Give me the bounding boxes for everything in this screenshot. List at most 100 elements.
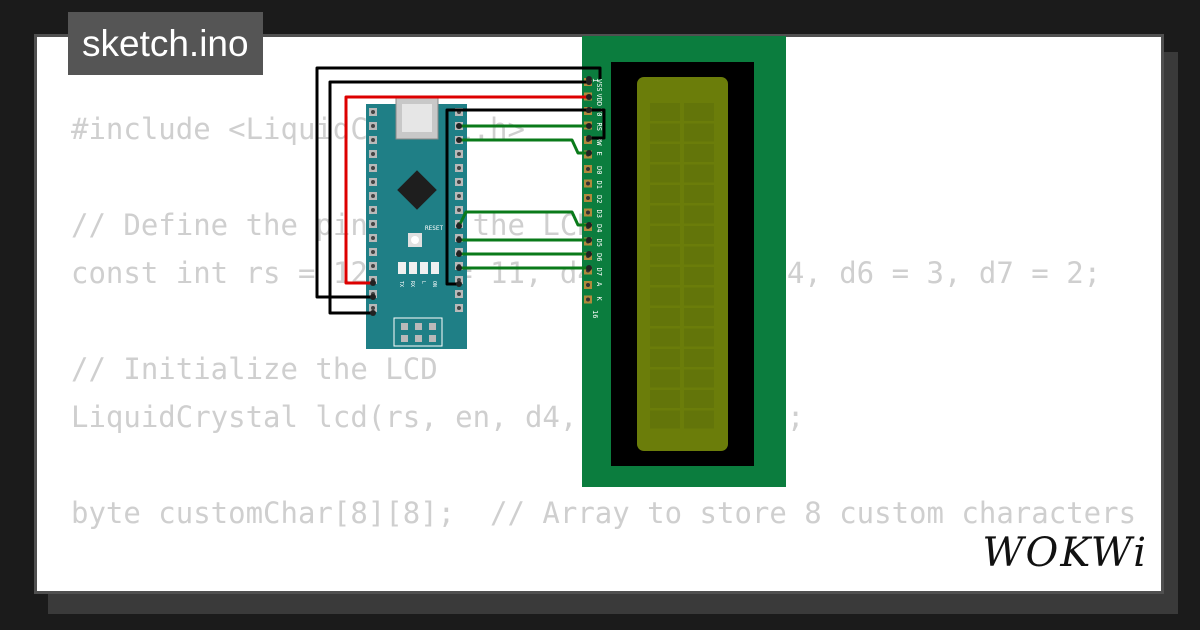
nano-pin-hole [371,250,375,254]
wire-en [459,138,589,155]
nano-pin-hole [371,222,375,226]
nano-pin-hole [371,236,375,240]
icsp-pins [401,323,436,342]
lcd-char-cell [684,103,714,121]
lcd-pin-label: D0 [595,166,603,174]
lcd-char-cell [684,144,714,162]
icsp-pin [415,323,422,330]
lcd-char-cell [650,349,680,367]
nano-pin-hole [457,180,461,184]
wire-endpoint [370,294,376,300]
lcd-pin-label: A [595,282,603,287]
lcd-pin-hole [586,167,590,171]
icsp-header [393,317,443,347]
nano-pin-hole [371,110,375,114]
lcd-pin-label: D3 [595,210,603,218]
wire-endpoint [456,281,462,287]
wire-gnd-vss [315,66,602,299]
lcd-pin-label: RS [595,123,603,131]
wire-endpoint [586,150,592,156]
nano-board [366,104,467,349]
wire-endpoint [456,223,462,229]
wire-endpoint [456,137,462,143]
lcd-pin-label: V0 [595,108,603,116]
wire-endpoint [586,265,592,271]
lcd-pin-hole [586,283,590,287]
lcd-pin-hole [586,210,590,215]
lcd-pin-label: E [595,152,603,156]
wire-endpoint [586,79,592,85]
lcd-pin-label: K [595,297,603,302]
lcd-pin-1-label: 1 [591,78,599,82]
wire-gnd-rw [445,108,606,286]
nano-pin-hole [371,138,375,142]
nano-pin-hole [457,208,461,212]
nano-led-label: TX [398,281,404,287]
wire-endpoint [586,237,592,243]
lcd-pin-label: D6 [595,253,603,261]
lcd-pin-label: RW [595,137,603,146]
icsp-pin [429,335,436,342]
lcd-pin-hole [586,297,590,302]
lcd-char-cell [684,369,714,388]
lcd-char-cell [650,369,680,388]
code-preview: #include <LiquidCrystal.h>// Define the … [71,105,1137,591]
lcd-char-cell [650,267,680,285]
lcd-char-cell [650,185,680,203]
nano-pin-hole [371,166,375,170]
lcd-pin-hole [586,196,590,200]
wire-endpoint [586,123,592,129]
lcd-pin-16-label: 16 [591,310,599,318]
icsp-pin [401,335,408,342]
lcd-char-cell [684,349,714,367]
nano-pin-hole [371,180,375,184]
wire-endpoint [456,123,462,129]
usb-port [402,104,432,132]
wire-endpoint [370,280,376,286]
lcd-pin-label: VSS [595,79,603,92]
wire-endpoint [586,94,592,100]
lcd-pin-label: D4 [595,224,603,232]
sketch-title: sketch.ino [68,12,263,75]
lcd-char-cell [684,123,714,142]
lcd-char-cell [650,328,680,347]
icsp-pin [415,335,422,342]
nano-pin-hole [457,306,461,310]
lcd-char-cell [684,185,714,203]
nano-pin-headers [369,108,463,312]
lcd-char-cell [684,205,714,224]
nano-led [420,262,428,274]
lcd-char-cell [650,205,680,224]
lcd-char-cell [650,410,680,429]
lcd-pin-label: VDD [595,94,603,107]
nano-pin-hole [457,278,461,282]
lcd-char-cell [684,308,714,326]
lcd-char-cell [650,103,680,121]
wires [315,66,606,315]
wokwi-logo: WOKWi [982,530,1148,576]
lcd-char-cell [650,246,680,265]
lcd-char-cell [684,267,714,285]
wire-endpoint [586,135,592,141]
wire-ends [370,76,592,316]
wire-endpoint [586,251,592,257]
wire-d4 [457,210,589,227]
code-line: byte customChar[8][8]; // Array to store… [71,496,1137,530]
lcd-char-cell [650,164,680,183]
nano-pin-hole [371,306,375,310]
wire-endpoint [586,222,592,228]
lcd-pin-hole [586,181,590,186]
nano-led [398,262,406,274]
code-line: LiquidCrystal lcd(rs, en, d4, d5, d6, d7… [71,400,805,434]
lcd-char-cell [650,226,680,244]
lcd-pin-label: D1 [595,181,603,189]
lcd-char-cell [684,246,714,265]
microcontroller-chip [397,170,437,210]
nano-pin-hole [457,292,461,296]
lcd-char-cell [684,410,714,429]
wire-endpoint [370,310,376,316]
